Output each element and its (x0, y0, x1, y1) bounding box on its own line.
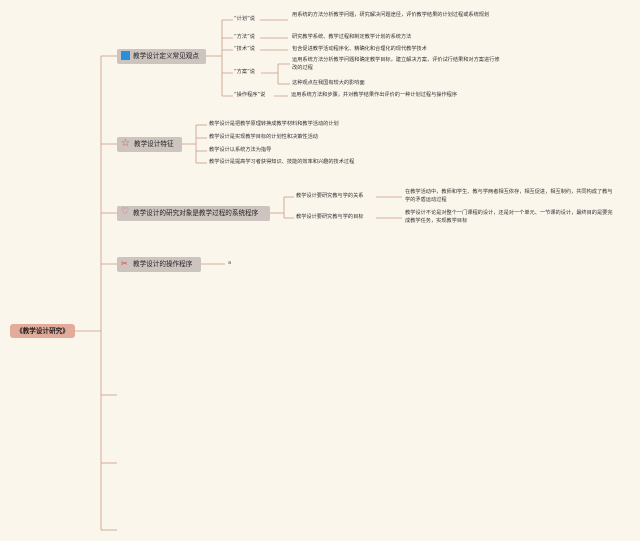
feature-item: 教学设计以系统方法为指导 (209, 147, 272, 153)
subtopic-procedure[interactable]: “操作程序”说 (234, 92, 266, 98)
feature-item: 教学设计是实现教学目标的计划性和决策性活动 (209, 134, 318, 140)
subtopic-method[interactable]: “方法”说 (234, 34, 255, 40)
collapsed-marker[interactable]: a (228, 260, 232, 266)
blue-square-icon (121, 50, 130, 60)
root-topic[interactable]: 《教学设计研究》 (10, 324, 75, 338)
topic-label: 教学设计的操作程序 (133, 260, 193, 268)
goal-description: 教学设计不论是对整个一门课程的设计，还是对一个单元、一节课的设计，最终目的是要完… (405, 210, 613, 224)
subtopic-teaching-learning-relation[interactable]: 教学设计要研究教与学的关系 (296, 193, 364, 199)
scheme-note: 这种观点在我国有较大的影响面 (292, 80, 365, 86)
technology-description: 包含促进教学活动程序化、精确化和合理化的现代教学技术 (292, 46, 427, 52)
feature-item: 教学设计是提高学习者获得知识、技能的效率和兴趣的技术过程 (209, 159, 355, 165)
subtopic-scheme[interactable]: “方案”说 (234, 69, 255, 75)
topic-label: 教学设计特征 (134, 140, 174, 148)
relation-description: 在教学活动中，教师和学生、教与学两者相互依存，相互促进，相互制约，共同构成了教与… (405, 189, 613, 203)
topic-operation-procedure[interactable]: ✂ 教学设计的操作程序 (117, 257, 201, 272)
star-icon: ☆ (121, 137, 130, 149)
topic-features[interactable]: ☆ 教学设计特征 (117, 137, 182, 152)
method-description: 研究教学系统、教学过程和制定教学计划的系统方法 (292, 34, 412, 40)
feature-item: 教学设计是把教学原理转换成教学材料和教学活动的计划 (209, 121, 339, 127)
scissors-icon: ✂ (121, 258, 128, 268)
subtopic-teaching-learning-goal[interactable]: 教学设计要研究教与学的目标 (296, 214, 364, 220)
subtopic-plan[interactable]: “计划”说 (234, 16, 255, 22)
topic-research-object[interactable]: ♡教学设计的研究对象是教学过程的系统程序 (117, 206, 270, 221)
scheme-description: 运用系统方法分析教学问题和确定教学目标，建立解决方案，评价试行结果和对方案进行修… (292, 57, 500, 71)
topic-label: 教学设计定义常见观点 (133, 52, 199, 60)
plan-description: 用系统的方法分析教学问题，研究解决问题途径，评价教学结果的计划过程或系统规划 (292, 12, 490, 18)
topic-definition-views[interactable]: 教学设计定义常见观点 (117, 49, 206, 64)
topic-label: 教学设计的研究对象是教学过程的系统程序 (133, 209, 259, 217)
subtopic-technology[interactable]: “技术”说 (234, 46, 255, 52)
procedure-description: 运用系统方法和步骤，并对教学结果作出评价的一种计划过程与操作程序 (291, 92, 458, 98)
heart-icon: ♡ (121, 206, 130, 217)
